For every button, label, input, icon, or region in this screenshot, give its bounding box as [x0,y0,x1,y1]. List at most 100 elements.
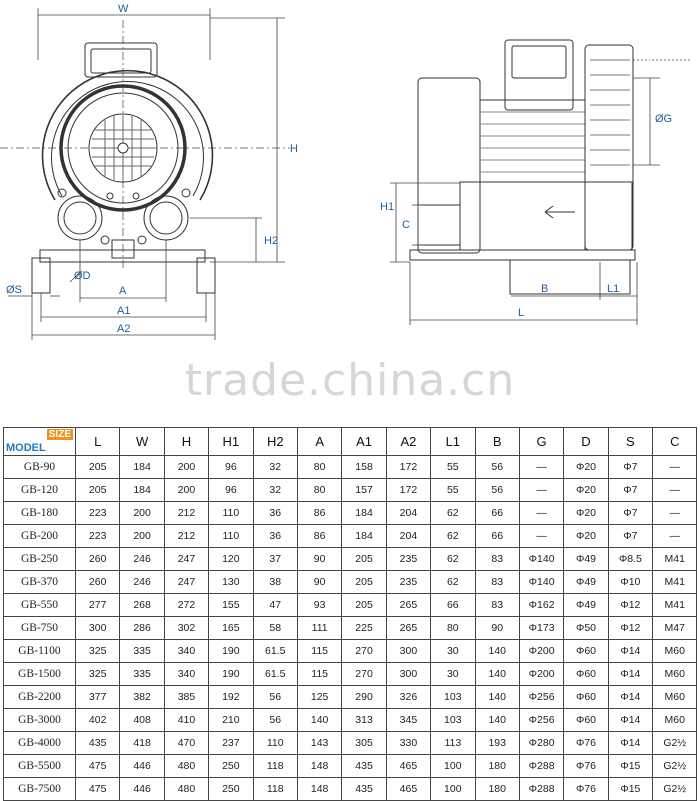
table-cell: M41 [652,570,698,594]
table-cell: 62 [430,524,476,548]
table-cell: 475 [74,754,121,778]
table-cell: — [518,478,565,502]
column-header: B [474,427,520,456]
table-cell: 165 [208,616,254,640]
table-cell: 302 [163,616,210,640]
table-cell: 58 [252,616,298,640]
table-cell: Φ14 [607,685,654,709]
table-cell: 235 [385,547,432,571]
table-cell: — [652,478,698,502]
table-cell: 62 [430,547,476,571]
table-cell: 223 [74,524,121,548]
table-cell: 55 [430,455,476,479]
table-cell: — [652,501,698,525]
table-cell: 250 [208,777,254,801]
table-cell: Φ15 [607,777,654,801]
table-cell: Φ12 [607,616,654,640]
table-cell: Φ140 [518,547,565,571]
table-cell: Φ288 [518,754,565,778]
dim-label-d: ØD [74,270,91,282]
table-cell: Φ8.5 [607,547,654,571]
table-cell: 103 [430,708,476,732]
table-cell: 465 [385,754,432,778]
dim-label-a2: A2 [117,323,130,335]
corner-size-label: SIZE [46,429,73,440]
table-cell: 382 [119,685,165,709]
table-cell: 113 [430,731,476,755]
table-cell: Φ140 [518,570,565,594]
side-view-labels: ØG H1 C B L1 L [380,113,672,319]
table-cell: 118 [252,754,298,778]
table-cell: 32 [252,478,298,502]
table-cell: 246 [119,570,165,594]
table-cell: 205 [74,478,121,502]
table-cell: 56 [474,478,520,502]
table-cell: Φ280 [518,731,565,755]
table-cell: 272 [163,593,210,617]
table-cell: 66 [430,593,476,617]
table-cell: M47 [652,616,698,640]
table-cell: 212 [163,524,210,548]
column-header: W [119,427,165,456]
table-cell: 270 [341,662,387,686]
table-cell: 120 [208,547,254,571]
table-cell: Φ288 [518,777,565,801]
table-cell: Φ14 [607,708,654,732]
table-cell: 66 [474,524,520,548]
column-header: H2 [252,427,298,456]
dim-label-a1: A1 [117,305,130,317]
table-cell: Φ76 [563,777,609,801]
table-cell: G2½ [652,777,698,801]
table-cell: 125 [296,685,343,709]
table-cell: 192 [208,685,254,709]
column-header: H1 [208,427,254,456]
table-cell: 172 [385,478,432,502]
model-cell: GB-7500 [3,777,76,801]
table-cell: 110 [252,731,298,755]
table-cell: 480 [163,777,210,801]
table-cell: Φ14 [607,731,654,755]
table-cell: 265 [385,616,432,640]
table-cell: 190 [208,639,254,663]
table-cell: 277 [74,593,121,617]
table-cell: G2½ [652,731,698,755]
dim-label-l1: L1 [607,283,619,295]
table-cell: 410 [163,708,210,732]
table-cell: 47 [252,593,298,617]
dim-label-h: H [290,143,298,155]
table-cell: 83 [474,570,520,594]
table-cell: 190 [208,662,254,686]
table-cell: — [652,524,698,548]
table-cell: 56 [252,708,298,732]
table-cell: 180 [474,754,520,778]
table-cell: 345 [385,708,432,732]
model-cell: GB-90 [3,455,76,479]
table-cell: Φ20 [563,524,609,548]
table-cell: Φ49 [563,570,609,594]
table-cell: Φ14 [607,662,654,686]
table-cell: M60 [652,639,698,663]
table-cell: 335 [119,662,165,686]
table-cell: 96 [208,455,254,479]
table-cell: 200 [119,524,165,548]
table-cell: 212 [163,501,210,525]
table-cell: 30 [430,662,476,686]
table-cell: 340 [163,662,210,686]
table-cell: 62 [430,501,476,525]
table-cell: 80 [296,455,343,479]
table-cell: 313 [341,708,387,732]
table-cell: 435 [341,754,387,778]
table-cell: 446 [119,754,165,778]
table-cell: 118 [252,777,298,801]
model-cell: GB-3000 [3,708,76,732]
model-cell: GB-120 [3,478,76,502]
table-cell: Φ50 [563,616,609,640]
table-cell: 235 [385,570,432,594]
table-cell: 90 [296,570,343,594]
model-cell: GB-750 [3,616,76,640]
column-header: L1 [430,427,476,456]
table-cell: 96 [208,478,254,502]
table-cell: 38 [252,570,298,594]
table-cell: Φ7 [607,455,654,479]
